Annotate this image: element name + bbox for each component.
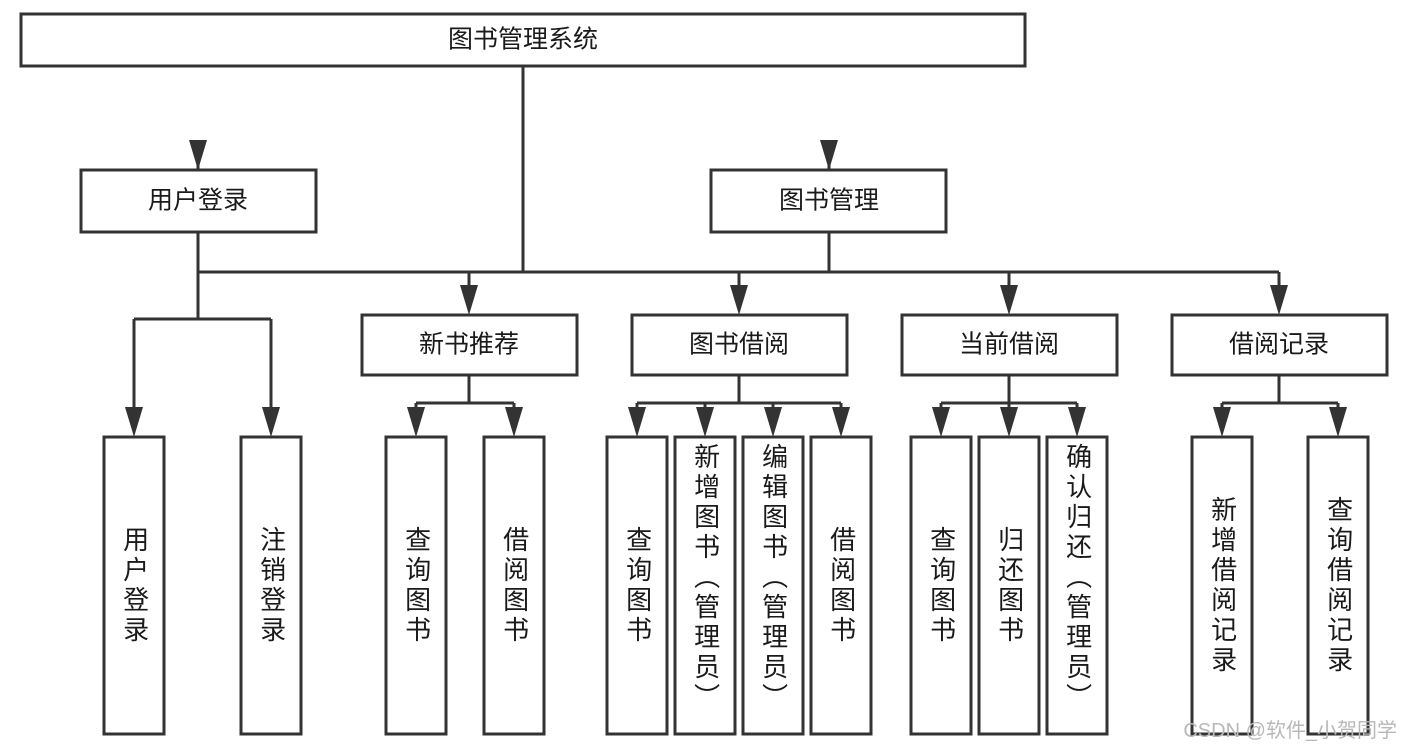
leaf-add-book-label: 新增图书（管理员） <box>690 443 721 713</box>
leaf-edit-book[interactable]: 编辑图书（管理员） <box>741 435 805 736</box>
leaf-query-book-3-label: 查询图书 <box>926 525 957 646</box>
leaf-add-book[interactable]: 新增图书（管理员） <box>673 435 737 736</box>
connector-borrow-record-to-leaf-2 <box>1329 403 1347 437</box>
connector-book-borrow-to-leaf-4 <box>832 403 850 437</box>
leaf-confirm-return-box[interactable] <box>1045 435 1109 736</box>
leaf-borrow-book-2[interactable]: 借阅图书 <box>809 435 873 736</box>
leaf-logout-box[interactable] <box>239 435 303 736</box>
connector-user-login-to-leaf-1 <box>125 319 143 437</box>
leaf-query-book-3-box[interactable] <box>909 435 973 736</box>
leaf-confirm-return[interactable]: 确认归还（管理员） <box>1045 435 1109 736</box>
leaf-query-book-1-box[interactable] <box>384 435 448 736</box>
leaf-query-book-1-label: 查询图书 <box>401 525 432 646</box>
connectors-layer <box>125 66 1347 437</box>
leaf-query-book-2[interactable]: 查询图书 <box>605 435 669 736</box>
node-book-borrow-label: 图书借阅 <box>689 331 789 359</box>
leaf-user-login-label: 用户登录 <box>119 525 150 646</box>
connector-book-manage-to-new-book-rec <box>460 272 478 315</box>
leaf-borrow-book-1-box[interactable] <box>482 435 546 736</box>
leaf-query-record-box[interactable] <box>1306 435 1370 736</box>
connector-new-book-rec-to-leaf-1 <box>407 403 425 437</box>
node-new-book-rec-box[interactable] <box>360 313 579 377</box>
leaf-add-record-label: 新增借阅记录 <box>1207 495 1238 676</box>
node-current-borrow-box[interactable] <box>900 313 1119 377</box>
leaf-add-record-box[interactable] <box>1190 435 1254 736</box>
node-user-login-label: 用户登录 <box>148 187 248 215</box>
leaf-return-book-box[interactable] <box>977 435 1041 736</box>
leaf-borrow-book-2-label: 借阅图书 <box>826 525 857 646</box>
node-book-manage-label: 图书管理 <box>779 187 879 215</box>
node-user-login-box[interactable] <box>79 168 318 234</box>
leaf-return-book[interactable]: 归还图书 <box>977 435 1041 736</box>
connector-user-login-to-leaf-2 <box>262 319 280 437</box>
leaf-edit-book-box[interactable] <box>741 435 805 736</box>
leaf-user-login[interactable]: 用户登录 <box>102 435 166 736</box>
leaf-query-book-3[interactable]: 查询图书 <box>909 435 973 736</box>
node-root-label: 图书管理系统 <box>448 26 598 54</box>
node-book-borrow-box[interactable] <box>630 313 849 377</box>
connector-new-book-rec-to-leaf-2 <box>505 403 523 437</box>
leaf-add-book-box[interactable] <box>673 435 737 736</box>
node-borrow-record[interactable]: 借阅记录 <box>1170 313 1389 377</box>
leaf-query-book-1[interactable]: 查询图书 <box>384 435 448 736</box>
node-user-login[interactable]: 用户登录 <box>79 168 318 234</box>
connector-current-borrow-to-leaf-2 <box>1000 403 1018 437</box>
node-new-book-rec[interactable]: 新书推荐 <box>360 313 579 377</box>
node-borrow-record-label: 借阅记录 <box>1229 331 1329 359</box>
leaf-return-book-label: 归还图书 <box>994 525 1025 646</box>
leaf-add-record[interactable]: 新增借阅记录 <box>1190 435 1254 736</box>
node-root[interactable]: 图书管理系统 <box>19 12 1027 68</box>
connector-current-borrow-to-leaf-3 <box>1068 403 1086 437</box>
leaf-borrow-book-1-label: 借阅图书 <box>499 525 530 646</box>
leaf-logout-label: 注销登录 <box>256 525 287 646</box>
connector-book-manage-to-book-borrow <box>730 272 748 315</box>
leaf-query-book-2-box[interactable] <box>605 435 669 736</box>
leaf-borrow-book-1[interactable]: 借阅图书 <box>482 435 546 736</box>
node-current-borrow-label: 当前借阅 <box>959 331 1059 359</box>
connector-book-borrow-to-leaf-1 <box>628 403 646 437</box>
leaf-user-login-box[interactable] <box>102 435 166 736</box>
leaf-query-record[interactable]: 查询借阅记录 <box>1306 435 1370 736</box>
connector-current-borrow-to-leaf-1 <box>932 403 950 437</box>
leaf-confirm-return-label: 确认归还（管理员） <box>1062 443 1093 713</box>
leaf-query-record-label: 查询借阅记录 <box>1323 495 1354 676</box>
leaf-edit-book-label: 编辑图书（管理员） <box>758 443 789 713</box>
connector-book-manage-to-borrow-record <box>1270 272 1288 315</box>
node-book-manage-box[interactable] <box>709 168 948 234</box>
node-new-book-rec-label: 新书推荐 <box>419 331 519 359</box>
leaf-logout[interactable]: 注销登录 <box>239 435 303 736</box>
leaf-borrow-book-2-box[interactable] <box>809 435 873 736</box>
node-book-borrow[interactable]: 图书借阅 <box>630 313 849 377</box>
connector-book-manage-to-current-borrow <box>1000 272 1018 315</box>
connector-book-borrow-to-leaf-2 <box>696 403 714 437</box>
node-current-borrow[interactable]: 当前借阅 <box>900 313 1119 377</box>
connector-borrow-record-to-leaf-1 <box>1213 403 1231 437</box>
node-book-manage[interactable]: 图书管理 <box>709 168 948 234</box>
connector-book-borrow-to-leaf-3 <box>764 403 782 437</box>
node-root-box[interactable] <box>19 12 1027 68</box>
node-borrow-record-box[interactable] <box>1170 313 1389 377</box>
leaf-query-book-2-label: 查询图书 <box>622 525 653 646</box>
